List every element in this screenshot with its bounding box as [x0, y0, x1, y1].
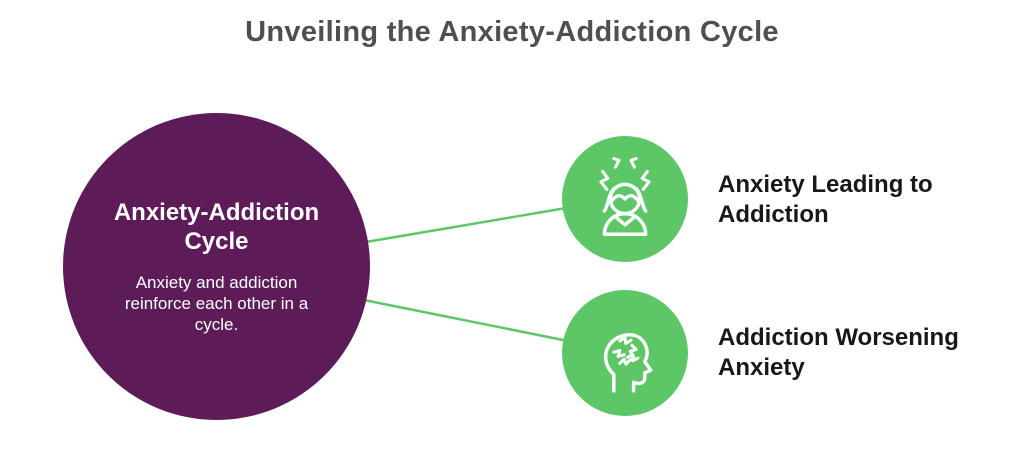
branch-label-anxiety-leading: Anxiety Leading to Addiction	[718, 171, 933, 228]
branch-node-anxiety-leading	[562, 136, 688, 262]
center-node-description: Anxiety and addiction reinforce each oth…	[124, 273, 309, 334]
connector-line-top	[359, 204, 579, 245]
page-title: Unveiling the Anxiety-Addiction Cycle	[245, 16, 779, 48]
anxious-person-icon	[599, 157, 651, 236]
branch-label-addiction-worsening: Addiction Worsening Anxiety	[718, 324, 959, 381]
center-node-title: Anxiety-Addiction Cycle	[113, 199, 320, 255]
branch-node-addiction-worsening	[562, 290, 688, 416]
connector-line-bottom	[358, 297, 579, 345]
distressed-head-icon	[603, 333, 653, 393]
center-node: Anxiety-Addiction Cycle Anxiety and addi…	[63, 113, 370, 420]
